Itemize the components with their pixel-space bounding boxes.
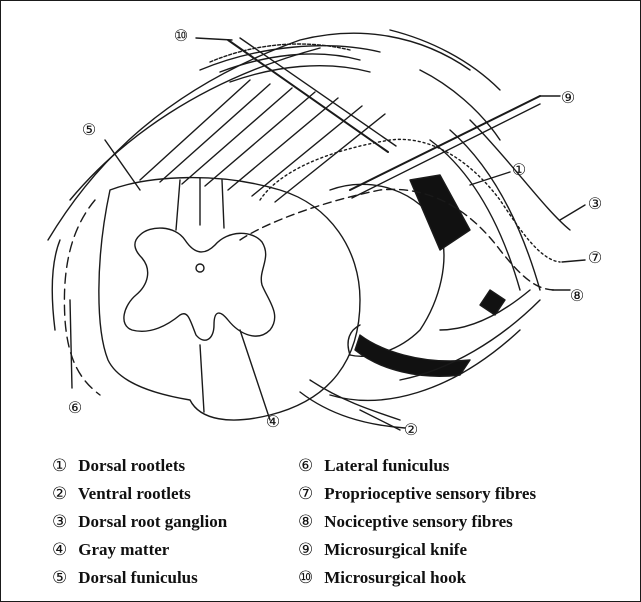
callout-2: ② (400, 422, 422, 438)
legend-label: Dorsal rootlets (78, 456, 185, 475)
callout-7: ⑦ (584, 250, 606, 266)
legend-number: ④ (52, 536, 74, 564)
legend-item: ⑧ Nociceptive sensory fibres (298, 508, 536, 536)
legend-left: ① Dorsal rootlets ② Ventral rootlets ③ D… (52, 452, 227, 592)
legend-number: ⑥ (298, 452, 320, 480)
legend-item: ⑦ Proprioceptive sensory fibres (298, 480, 536, 508)
callout-4: ④ (262, 414, 284, 430)
lateral-funiculus-outline (64, 200, 100, 395)
legend-number: ⑩ (298, 564, 320, 592)
gray-matter (124, 228, 275, 340)
callout-3: ③ (584, 196, 606, 212)
legend-item: ⑨ Microsurgical knife (298, 536, 536, 564)
legend-label: Nociceptive sensory fibres (324, 512, 513, 531)
legend-item: ③ Dorsal root ganglion (52, 508, 227, 536)
microsurgical-hook (228, 40, 388, 152)
legend-number: ⑨ (298, 536, 320, 564)
legend-number: ⑧ (298, 508, 320, 536)
legend-number: ⑤ (52, 564, 74, 592)
legend-label: Lateral funiculus (324, 456, 449, 475)
legend-item: ② Ventral rootlets (52, 480, 227, 508)
callout-6: ⑥ (64, 400, 86, 416)
callout-9: ⑨ (557, 90, 579, 106)
legend-item: ④ Gray matter (52, 536, 227, 564)
legend-label: Dorsal funiculus (78, 568, 198, 587)
legend-item: ⑤ Dorsal funiculus (52, 564, 227, 592)
dura-outline (48, 33, 470, 240)
legend-number: ③ (52, 508, 74, 536)
callout-8: ⑧ (566, 288, 588, 304)
legend-label: Ventral rootlets (78, 484, 191, 503)
legend-right: ⑥ Lateral funiculus ⑦ Proprioceptive sen… (298, 452, 536, 592)
legend-number: ① (52, 452, 74, 480)
legend-label: Gray matter (78, 540, 169, 559)
legend-number: ⑦ (298, 480, 320, 508)
legend-label: Microsurgical hook (324, 568, 466, 587)
callout-5: ⑤ (78, 122, 100, 138)
legend-label: Microsurgical knife (324, 540, 467, 559)
spinal-cord-section (99, 178, 360, 420)
legend-label: Proprioceptive sensory fibres (324, 484, 536, 503)
legend-label: Dorsal root ganglion (78, 512, 227, 531)
legend-item: ⑩ Microsurgical hook (298, 564, 536, 592)
callout-1: ① (508, 162, 530, 178)
legend-item: ⑥ Lateral funiculus (298, 452, 536, 480)
legend-number: ② (52, 480, 74, 508)
callout-10: ⑩ (170, 28, 192, 44)
legend-item: ① Dorsal rootlets (52, 452, 227, 480)
